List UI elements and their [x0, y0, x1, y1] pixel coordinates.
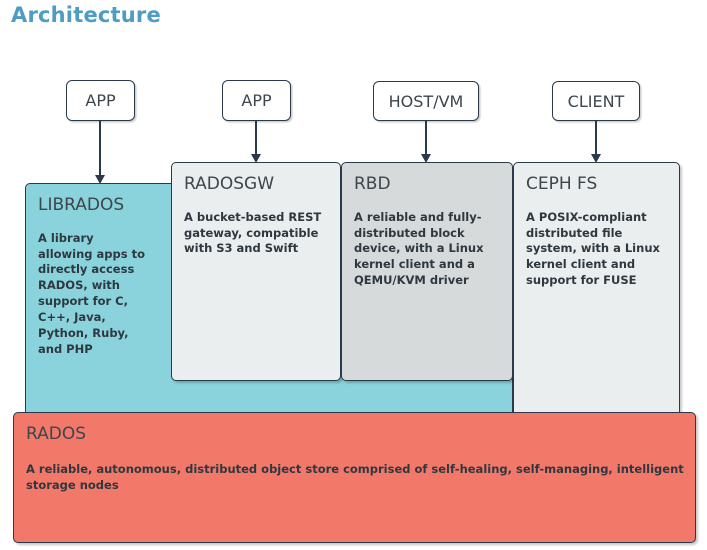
layer-title-librados: LIBRADOS [38, 195, 125, 215]
layer-description-rados: A reliable, autonomous, distributed obje… [26, 461, 684, 492]
layer-title-rbd: RBD [354, 174, 391, 194]
layer-box-radosgw[interactable]: RADOSGW A bucket-based REST gateway, com… [171, 162, 341, 381]
arrow-head-app-left-to-librados [94, 175, 105, 184]
client-box-client[interactable]: CLIENT [552, 81, 640, 121]
page-title: Architecture [11, 3, 161, 27]
arrow-line-host-vm-to-rbd [425, 121, 427, 156]
arrow-head-client-to-cephfs [590, 154, 601, 163]
layer-description-cephfs: A POSIX-compliant distributed file syste… [526, 209, 660, 288]
client-box-app-right[interactable]: APP [222, 80, 291, 121]
arrow-line-client-to-cephfs [595, 121, 597, 156]
layer-title-rados: RADOS [26, 424, 87, 444]
arrow-head-host-vm-to-rbd [420, 154, 431, 163]
layer-box-cephfs[interactable]: CEPH FS A POSIX-compliant distributed fi… [513, 162, 680, 432]
layer-description-librados: A library allowing apps to directly acce… [38, 230, 146, 356]
layer-description-radosgw: A bucket-based REST gateway, compatible … [184, 209, 322, 256]
layer-title-cephfs: CEPH FS [526, 174, 598, 194]
client-box-app-left[interactable]: APP [66, 80, 135, 121]
arrow-line-app-right-to-radosgw [255, 121, 257, 156]
layer-title-radosgw: RADOSGW [184, 174, 274, 194]
layer-box-rados[interactable]: RADOS A reliable, autonomous, distribute… [13, 412, 696, 543]
arrow-head-app-right-to-radosgw [250, 154, 261, 163]
layer-box-rbd[interactable]: RBD A reliable and fully-distributed blo… [341, 162, 513, 381]
layer-description-rbd: A reliable and fully-distributed block d… [354, 209, 484, 288]
client-box-host-vm[interactable]: HOST/VM [373, 81, 479, 121]
arrow-line-app-left-to-librados [99, 121, 101, 177]
